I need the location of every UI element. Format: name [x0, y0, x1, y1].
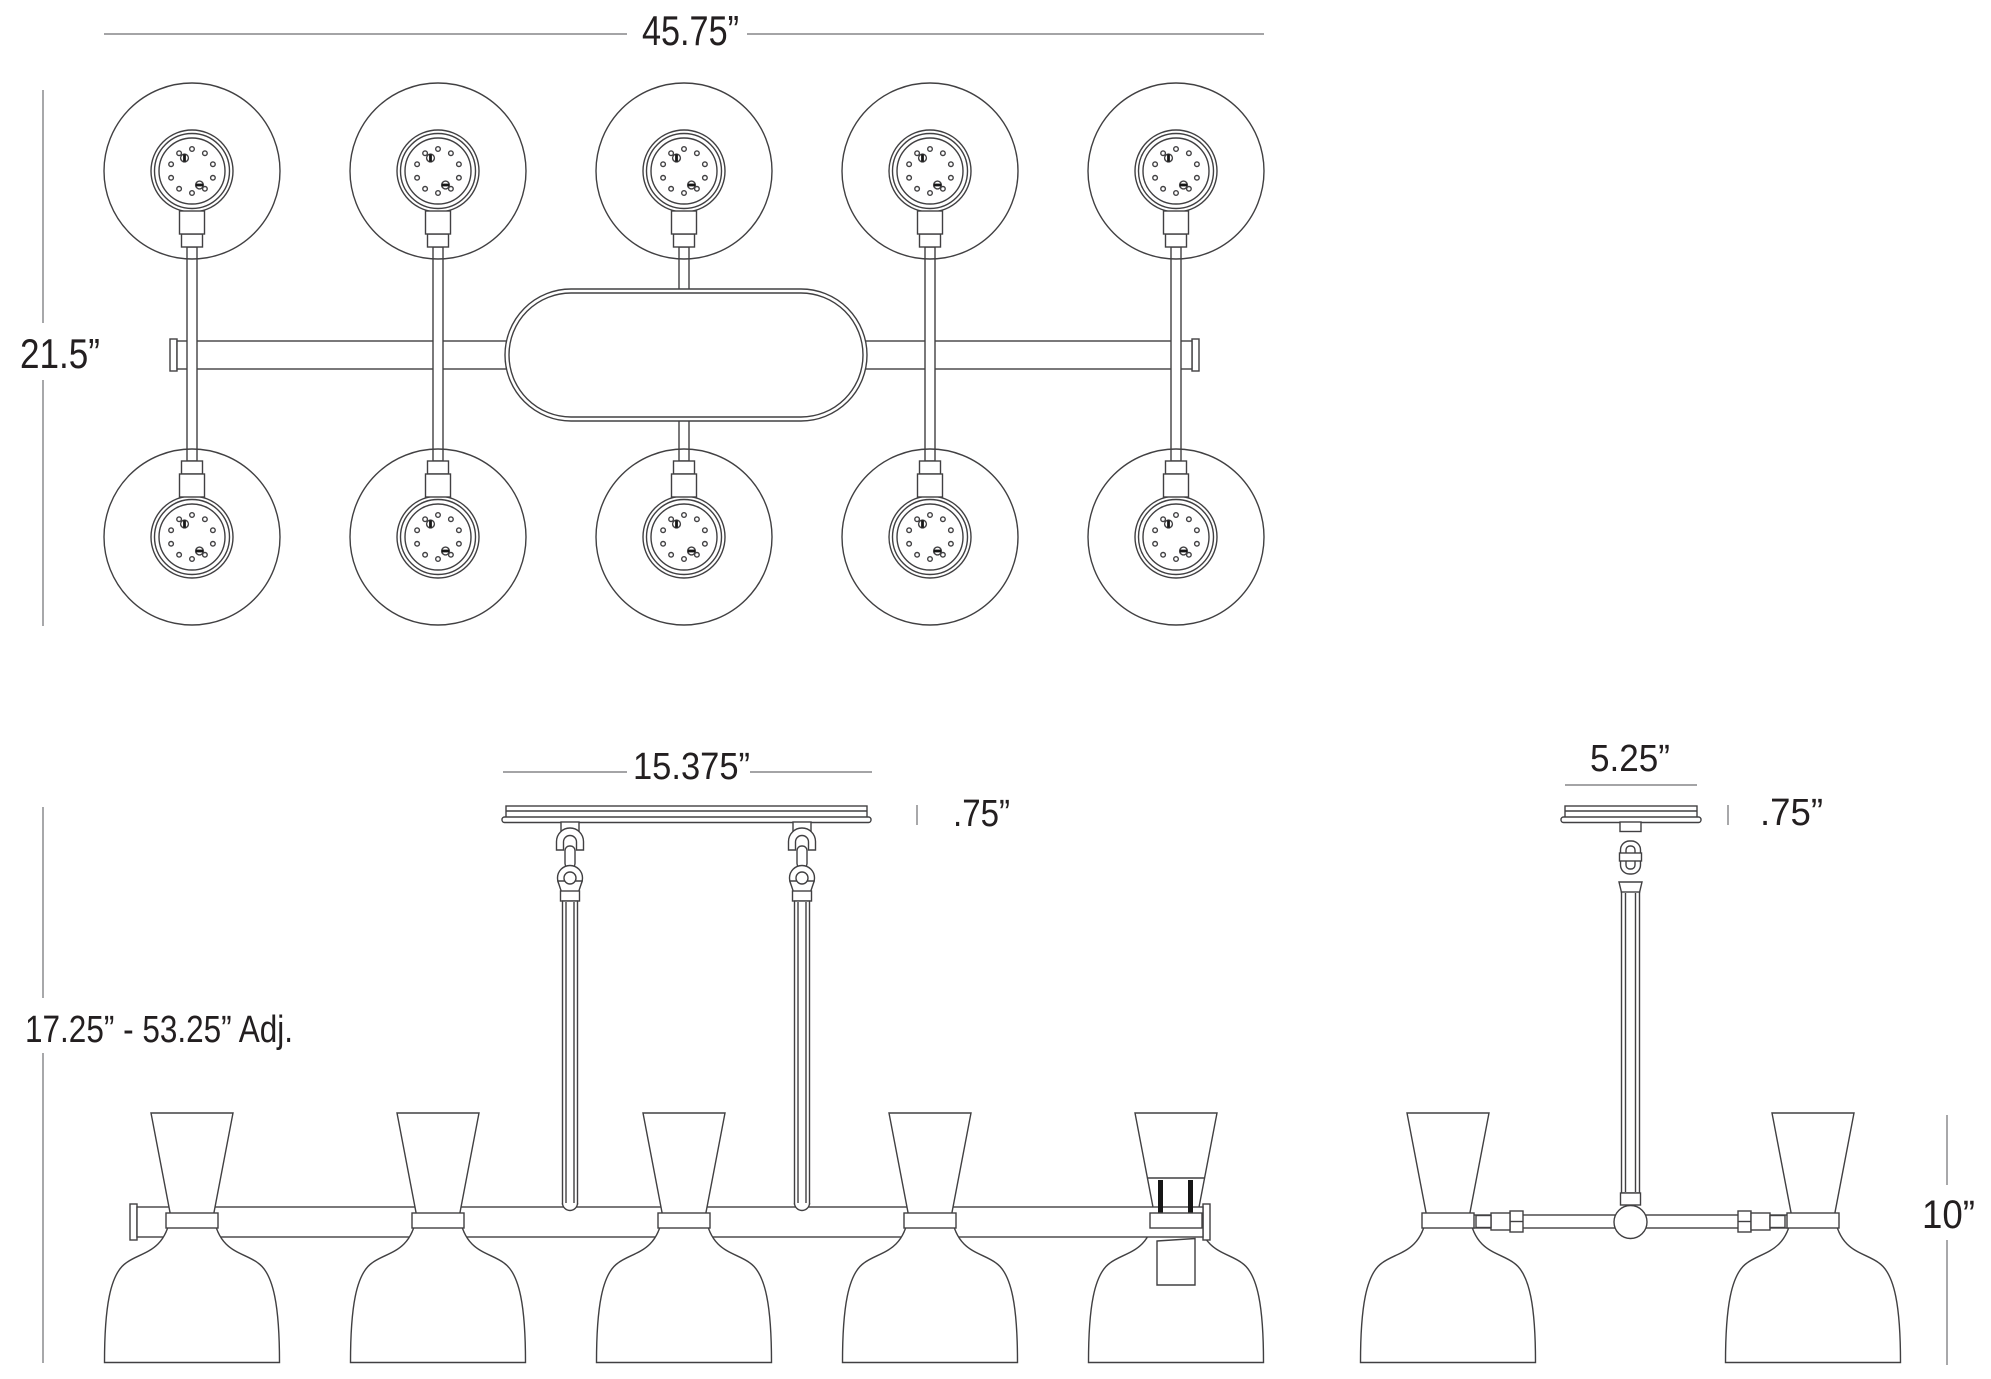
bar-end-cap — [1191, 338, 1200, 372]
front-canopy-width-dimension: 15.375” — [503, 746, 872, 788]
side-canopy-height-dimension: .75” — [1727, 792, 1823, 834]
bar-end-cap — [1202, 1203, 1211, 1241]
side-canopy-width-dimension: 5.25” — [1565, 738, 1697, 786]
front-shade-3 — [595, 1112, 773, 1364]
socket-stem — [1188, 1180, 1193, 1223]
front-canopy-height-label: .75” — [953, 793, 1010, 835]
front-shade-5 — [1087, 1112, 1265, 1364]
side-elevation-view: 5.25” .75” 10” — [1359, 738, 1975, 1365]
shade-height-label: 10” — [1922, 1193, 1975, 1237]
front-shade-4 — [841, 1112, 1019, 1364]
side-hanging-stem — [1618, 821, 1643, 1206]
front-shade-5-cutaway — [1148, 1177, 1204, 1286]
hanging-rod-left — [555, 821, 585, 1212]
plan-shade-row-top — [102, 81, 1266, 261]
side-canopy-width-label: 5.25” — [1590, 738, 1670, 780]
hanging-rod-right — [787, 821, 817, 1212]
front-elevation-view: 15.375” .75” 17.25” - 53.25” Adj. — [25, 746, 1265, 1364]
plan-canopy — [504, 288, 868, 422]
adjustable-height-label: 17.25” - 53.25” Adj. — [25, 1009, 293, 1051]
front-canopy-width-label: 15.375” — [633, 746, 750, 788]
plan-shade-row-bottom — [102, 447, 1266, 627]
socket-stem — [1158, 1180, 1163, 1223]
top-width-dimension: 45.75” — [104, 7, 1264, 54]
side-arm-couplers — [1475, 1210, 1786, 1233]
front-shade-2 — [349, 1112, 527, 1364]
side-shade-right — [1724, 1112, 1902, 1364]
bar-end-cap — [129, 1203, 138, 1241]
top-view-plan: 45.75” 21.5” — [20, 7, 1266, 627]
adjustable-height-dimension: 17.25” - 53.25” Adj. — [25, 807, 293, 1363]
side-shade-left — [1359, 1112, 1537, 1364]
bar-end-cap — [169, 338, 178, 372]
socket-cup — [1156, 1237, 1196, 1286]
top-depth-dimension: 21.5” — [20, 90, 100, 626]
center-ball-joint — [1613, 1204, 1648, 1240]
top-width-label: 45.75” — [642, 7, 739, 54]
front-canopy — [501, 805, 872, 824]
side-canopy-height-label: .75” — [1760, 792, 1823, 834]
front-canopy-height-dimension: .75” — [916, 793, 1010, 835]
top-depth-label: 21.5” — [20, 330, 100, 377]
shade-height-dimension: 10” — [1922, 1115, 1975, 1365]
side-canopy — [1560, 805, 1702, 824]
